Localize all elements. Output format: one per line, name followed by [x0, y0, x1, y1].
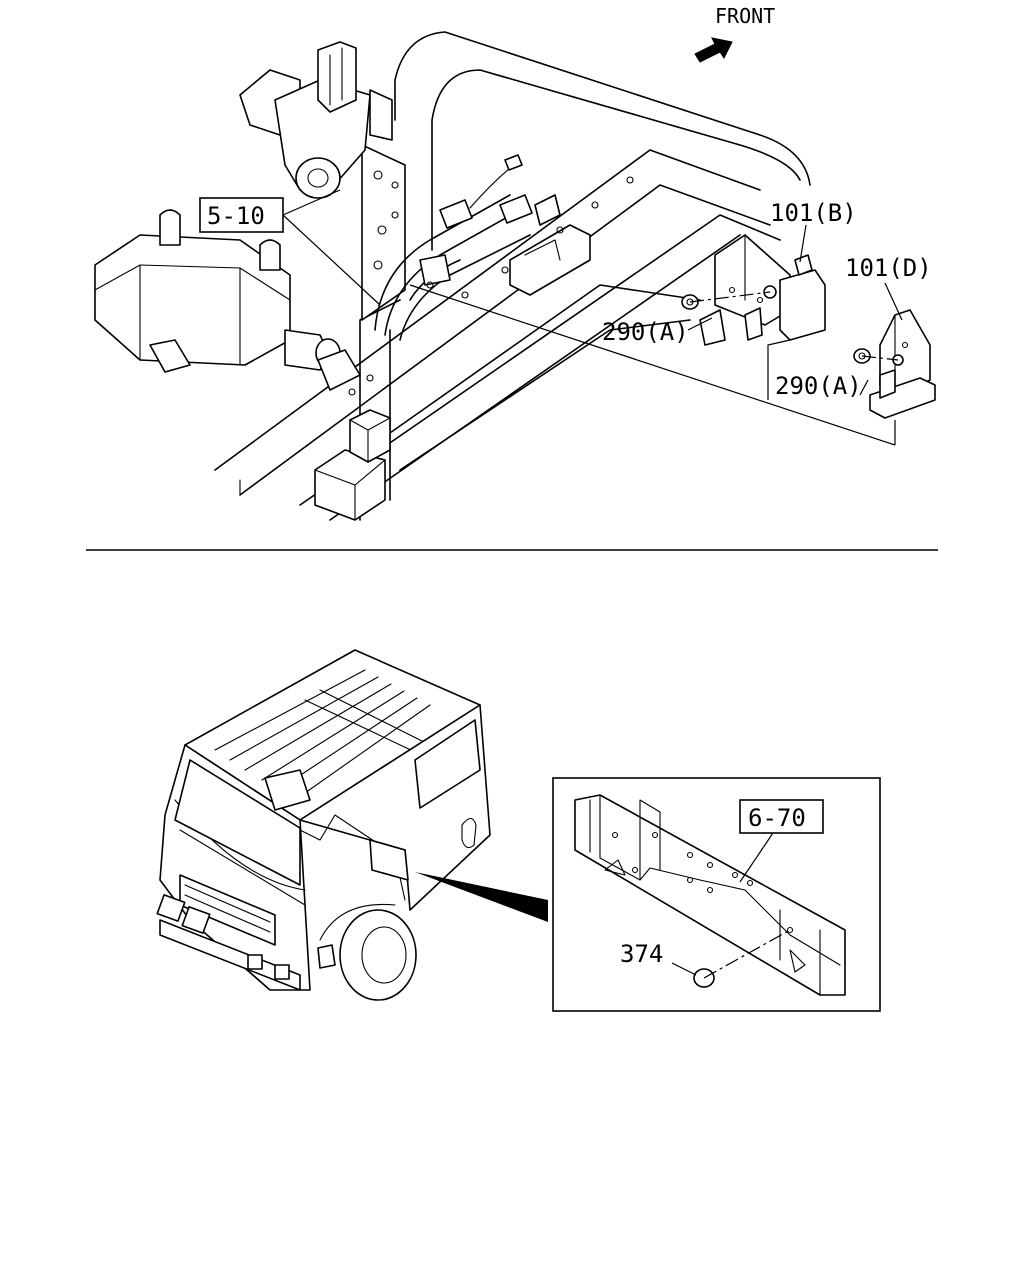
cab-inner-curve [431, 69, 801, 251]
bracket-101b [699, 234, 826, 346]
part-label-374: 374 [620, 940, 663, 968]
ref-label-5-10: 5-10 [207, 202, 265, 230]
part-label-290a-lower: 290(A) [775, 372, 862, 400]
leader-6-70 [739, 829, 776, 883]
centerline-bracket-b [689, 291, 771, 303]
engine-mount [239, 41, 393, 199]
centerline-plug [703, 929, 791, 979]
part-label-290a-upper: 290(A) [602, 318, 689, 346]
cab-outline-curve [394, 31, 811, 186]
ref-label-6-70: 6-70 [748, 804, 806, 832]
cross-member-detail [574, 794, 846, 996]
wire-harness [374, 154, 591, 341]
leader-lines [282, 189, 903, 446]
ref-box-5-10 [199, 197, 284, 233]
part-label-101d: 101(D) [845, 254, 932, 282]
ref-box-6-70 [739, 799, 824, 834]
leader-374 [671, 962, 697, 976]
arrow-right-up-icon [694, 37, 733, 63]
cross-member [314, 409, 391, 521]
air-tank [94, 209, 361, 391]
top-assembly-view: FRONT [94, 4, 936, 521]
bottom-cab-view: 6-70 374 [156, 649, 881, 1012]
detail-pointer [415, 872, 548, 922]
part-label-101b: 101(B) [770, 199, 857, 227]
front-label: FRONT [715, 4, 775, 28]
frame-holes [348, 176, 634, 396]
mount-bracket-plate [361, 144, 406, 321]
centerline-bracket-d [861, 355, 899, 361]
bracket-101d [869, 309, 936, 419]
truck-cab [156, 649, 491, 1001]
